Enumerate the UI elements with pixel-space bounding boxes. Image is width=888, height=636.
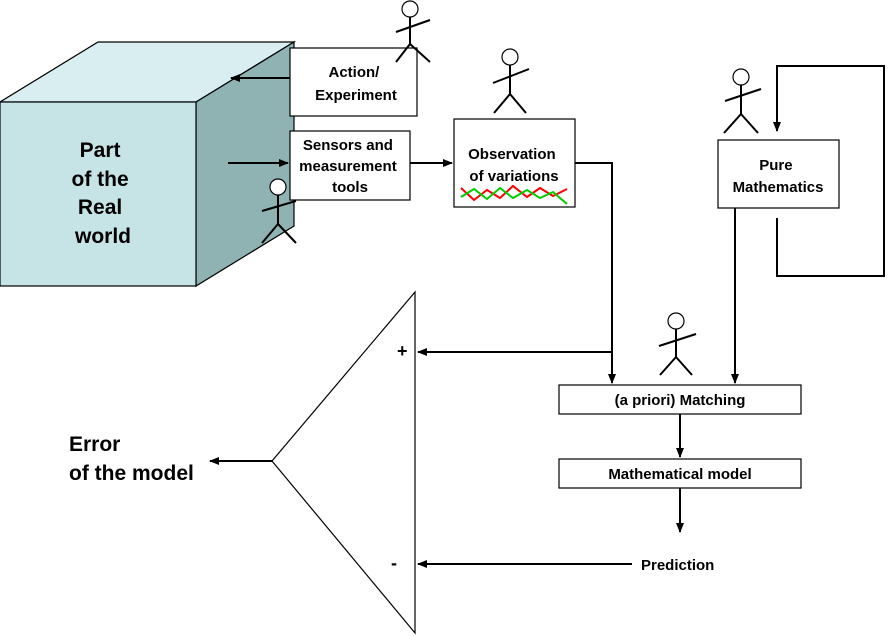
arrow-observation-to-matching — [575, 162, 616, 384]
person-icon-observation — [492, 48, 530, 114]
pure-mathematics-label: Pure Mathematics — [733, 157, 824, 196]
mathematical-model-label: Mathematical model — [608, 466, 751, 483]
observation-label: Observation of variations — [468, 146, 560, 185]
mathematical-model-box — [558, 458, 802, 489]
real-world-cube: Part of the Real world — [0, 40, 297, 288]
sensors-label: Sensors and measurement tools — [299, 137, 401, 196]
action-experiment-label: Action/ Experiment — [315, 64, 397, 104]
error-label: Error of the model — [69, 433, 194, 485]
matching-box — [558, 384, 802, 415]
person-icon-matching — [658, 312, 697, 376]
pure-mathematics-box — [717, 139, 840, 209]
matching-label: (a priori) Matching — [615, 392, 746, 409]
sensors-box — [289, 130, 411, 201]
comparator-triangle — [271, 290, 416, 635]
person-icon-action — [395, 0, 431, 63]
observation-wave-green — [460, 186, 568, 205]
person-icon-sensors — [261, 178, 297, 244]
person-icon-mathematician — [723, 68, 762, 134]
action-experiment-box — [289, 47, 418, 117]
pure-math-self-loop — [773, 65, 885, 277]
cube-front-face — [0, 101, 197, 287]
cube-label: Part of the Real world — [72, 139, 135, 248]
prediction-label: Prediction — [641, 557, 714, 574]
comparator-minus-sign: - — [391, 553, 397, 573]
comparator-plus-sign: + — [397, 341, 408, 361]
